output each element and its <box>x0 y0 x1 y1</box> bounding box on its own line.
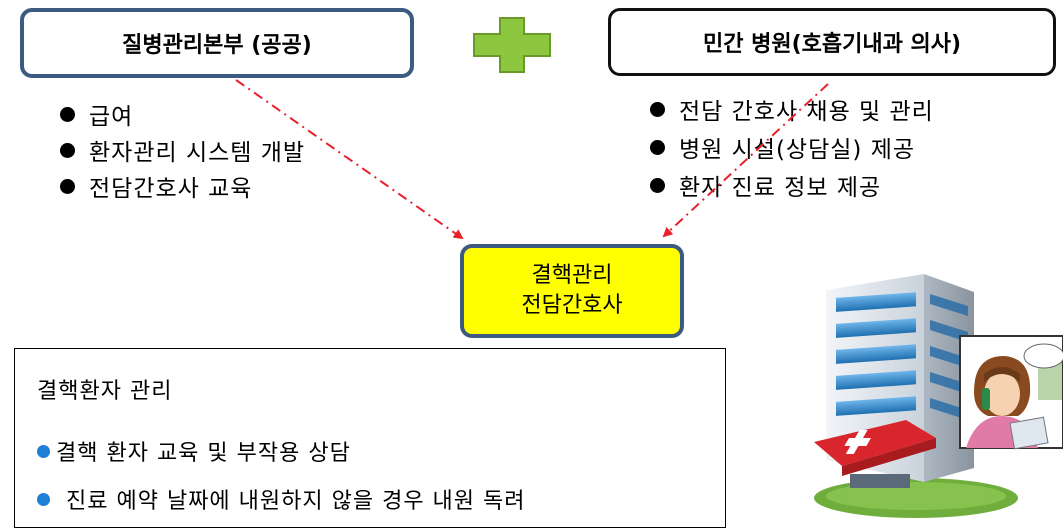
arrow-private-to-nurse <box>662 83 829 238</box>
plus-icon <box>473 17 551 73</box>
bullet-icon <box>37 444 50 458</box>
tb-nurse-line2: 전담간호사 <box>521 293 623 318</box>
bullet-icon <box>650 177 665 193</box>
bullet-icon <box>60 106 75 122</box>
hospital-building-icon <box>814 274 1063 518</box>
bullet-icon <box>60 142 75 158</box>
management-item: 결핵 환자 교육 및 부작용 상담 <box>37 435 351 467</box>
private-org-title: 민간 병원(호흡기내과 의사) <box>702 32 962 57</box>
bullet-icon <box>650 139 665 155</box>
list-item: 병원 시설(상담실) 제공 <box>650 128 934 166</box>
arrow-public-to-nurse <box>235 79 464 240</box>
bullet-icon <box>37 492 50 506</box>
bullet-icon <box>60 178 75 194</box>
list-item: 환자관리 시스템 개발 <box>60 132 305 168</box>
list-item: 전담간호사 교육 <box>60 168 305 204</box>
management-item: 진료 예약 날짜에 내원하지 않을 경우 내원 독려 <box>37 483 526 515</box>
list-item: 급여 <box>60 96 305 132</box>
public-org-list: 급여 환자관리 시스템 개발 전담간호사 교육 <box>60 96 305 204</box>
private-org-box: 민간 병원(호흡기내과 의사) <box>608 8 1056 76</box>
list-item: 환자 진료 정보 제공 <box>650 166 934 204</box>
tb-nurse-box: 결핵관리 전담간호사 <box>460 244 684 338</box>
public-org-title: 질병관리본부 (공공) <box>122 33 312 58</box>
private-org-list: 전담 간호사 채용 및 관리 병원 시설(상담실) 제공 환자 진료 정보 제공 <box>650 90 934 204</box>
public-org-box: 질병관리본부 (공공) <box>20 8 414 78</box>
tb-nurse-line1: 결핵관리 <box>531 263 613 288</box>
bullet-icon <box>650 101 665 117</box>
nurse-phone-icon <box>959 335 1063 450</box>
management-title: 결핵환자 관리 <box>37 379 173 404</box>
tb-management-box: 결핵환자 관리 결핵 환자 교육 및 부작용 상담 진료 예약 날짜에 내원하지… <box>14 348 726 528</box>
